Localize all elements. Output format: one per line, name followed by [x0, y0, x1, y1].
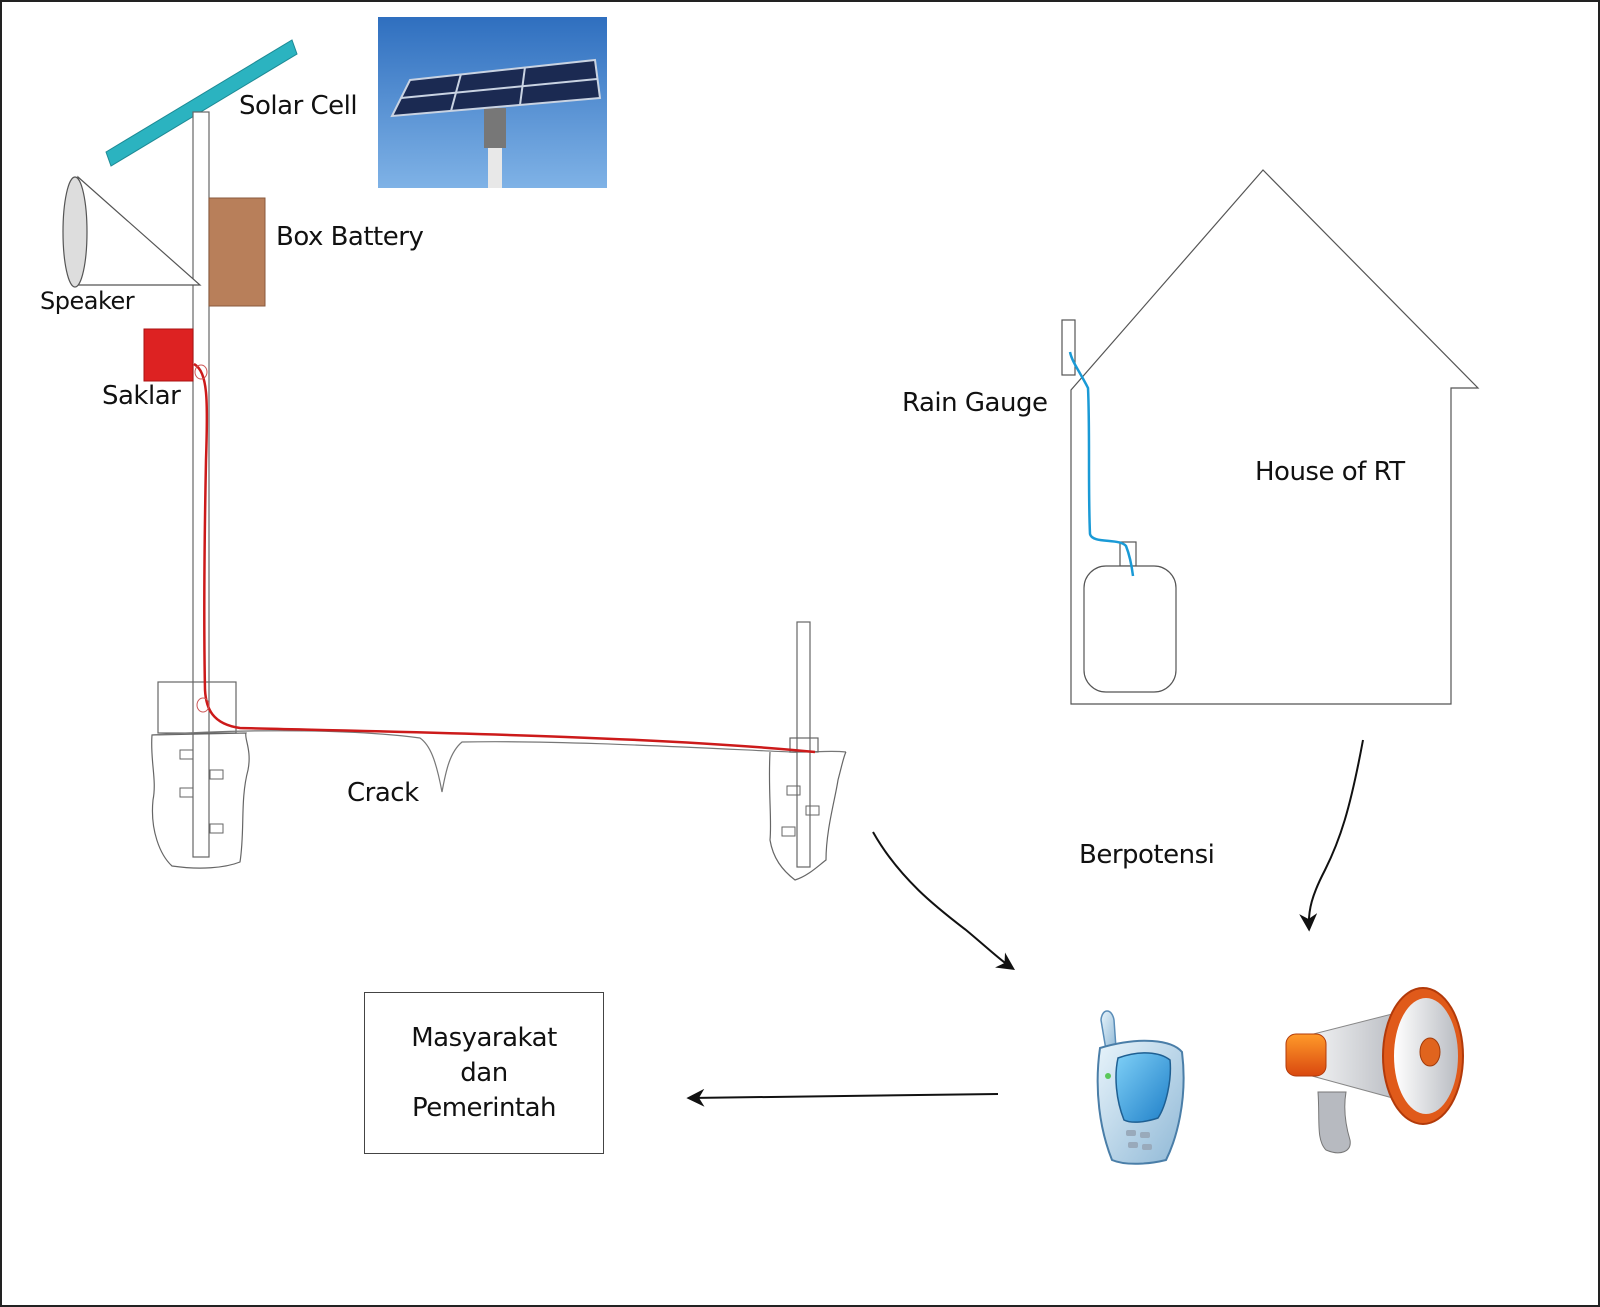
recipient-box: Masyarakat dan Pemerintah [364, 992, 604, 1154]
label-saklar: Saklar [102, 381, 181, 411]
box-battery [208, 197, 266, 307]
signal-wire [193, 362, 816, 754]
house-outline [1070, 169, 1480, 705]
label-berpotensi: Berpotensi [1079, 840, 1215, 870]
speaker-icon [62, 175, 202, 288]
arrow-house-to-alert [1299, 739, 1364, 932]
arrow-alert-to-recipients [686, 1088, 999, 1107]
left-footing [151, 732, 250, 869]
label-house: House of RT [1255, 457, 1405, 487]
rain-gauge-tube [1061, 319, 1076, 376]
mobile-phone-icon [1096, 1010, 1185, 1165]
label-solar-cell: Solar Cell [239, 91, 358, 121]
label-crack: Crack [347, 778, 419, 808]
recipient-line-2: dan [460, 1057, 508, 1088]
megaphone-icon [1285, 987, 1464, 1154]
label-rain-gauge: Rain Gauge [902, 388, 1048, 418]
solar-panel-photo [378, 17, 607, 188]
arrow-crack-to-alert [872, 831, 1015, 970]
rain-gauge-pipe [1068, 351, 1135, 577]
rain-collector-container [1083, 565, 1177, 693]
label-speaker: Speaker [40, 287, 135, 315]
solar-cell-panel [105, 39, 298, 167]
recipient-line-3: Pemerintah [411, 1092, 557, 1123]
sensor-pole [796, 621, 811, 868]
right-footing [768, 751, 847, 881]
saklar-switch [143, 328, 194, 382]
ground-crack-line [151, 730, 847, 793]
label-box-battery: Box Battery [276, 222, 424, 252]
recipient-line-1: Masyarakat [411, 1022, 557, 1053]
